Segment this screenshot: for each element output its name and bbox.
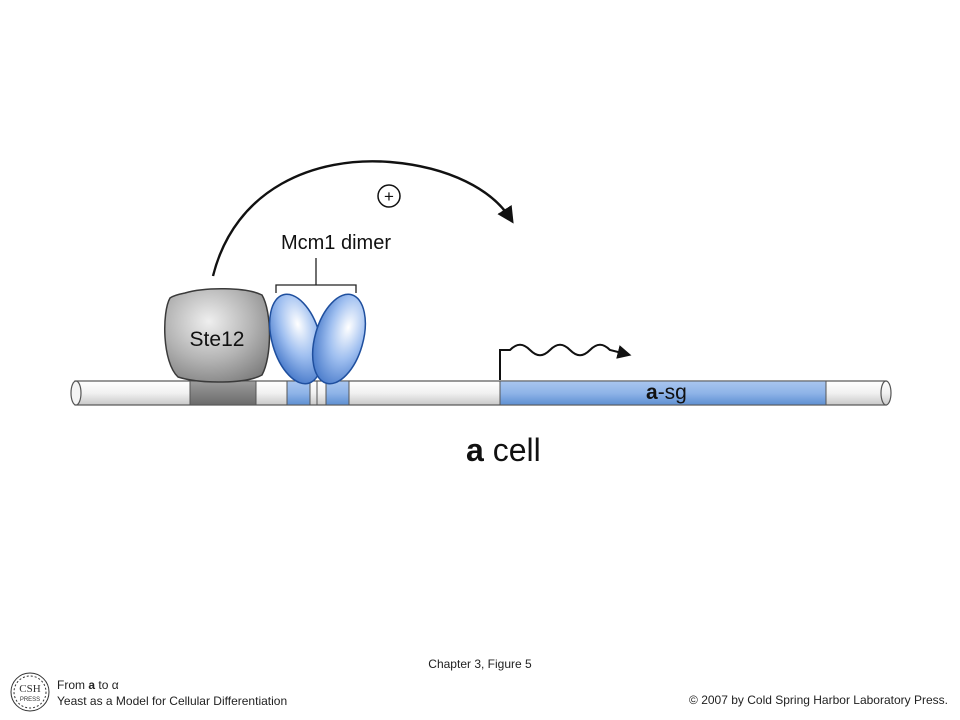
- source-line-1-bold: a: [88, 678, 96, 692]
- transcription-start-arrow: [499, 343, 632, 380]
- cell-type-label: a cell: [466, 432, 541, 468]
- source-line-1-post: to α: [95, 678, 119, 692]
- source-line-1: From a to α: [57, 677, 287, 693]
- mcm1-monomer-right: [311, 293, 367, 385]
- ste12-label: Ste12: [190, 328, 245, 351]
- dna-strand: [70, 380, 892, 406]
- logo-text-bottom: PRESS: [20, 697, 40, 703]
- source-line-1-pre: From: [57, 678, 89, 692]
- mcm1-binding-site-2: [325, 380, 350, 406]
- logo-text-top: CSH: [19, 683, 40, 695]
- figure-caption: Chapter 3, Figure 5: [428, 657, 532, 671]
- gene-label: a-sg: [646, 381, 687, 404]
- source-book: From a to α Yeast as a Model for Cellula…: [57, 677, 287, 709]
- cell-type-suffix: cell: [484, 432, 541, 468]
- cell-type-prefix: a: [466, 432, 484, 468]
- dna-left-end: [70, 380, 82, 406]
- source-line-2: Yeast as a Model for Cellular Differenti…: [57, 694, 288, 708]
- gene-label-suffix: -sg: [658, 381, 687, 404]
- plus-sign: +: [384, 187, 394, 206]
- mcm1-dimer-bracket: [275, 258, 357, 293]
- mcm1-binding-site-1: [286, 380, 311, 406]
- copyright-notice: © 2007 by Cold Spring Harbor Laboratory …: [689, 693, 948, 707]
- ste12-protein: [164, 287, 271, 383]
- gene-label-prefix: a: [646, 381, 658, 404]
- csh-press-logo: CSH PRESS: [10, 672, 50, 712]
- positive-regulation-icon: [377, 184, 401, 208]
- dna-right-end: [880, 380, 892, 406]
- mcm1-dimer-label: Mcm1 dimer: [281, 232, 391, 254]
- activation-arrow: [211, 160, 514, 277]
- ste12-binding-site: [189, 380, 257, 406]
- a-sg-gene-region: [499, 380, 827, 406]
